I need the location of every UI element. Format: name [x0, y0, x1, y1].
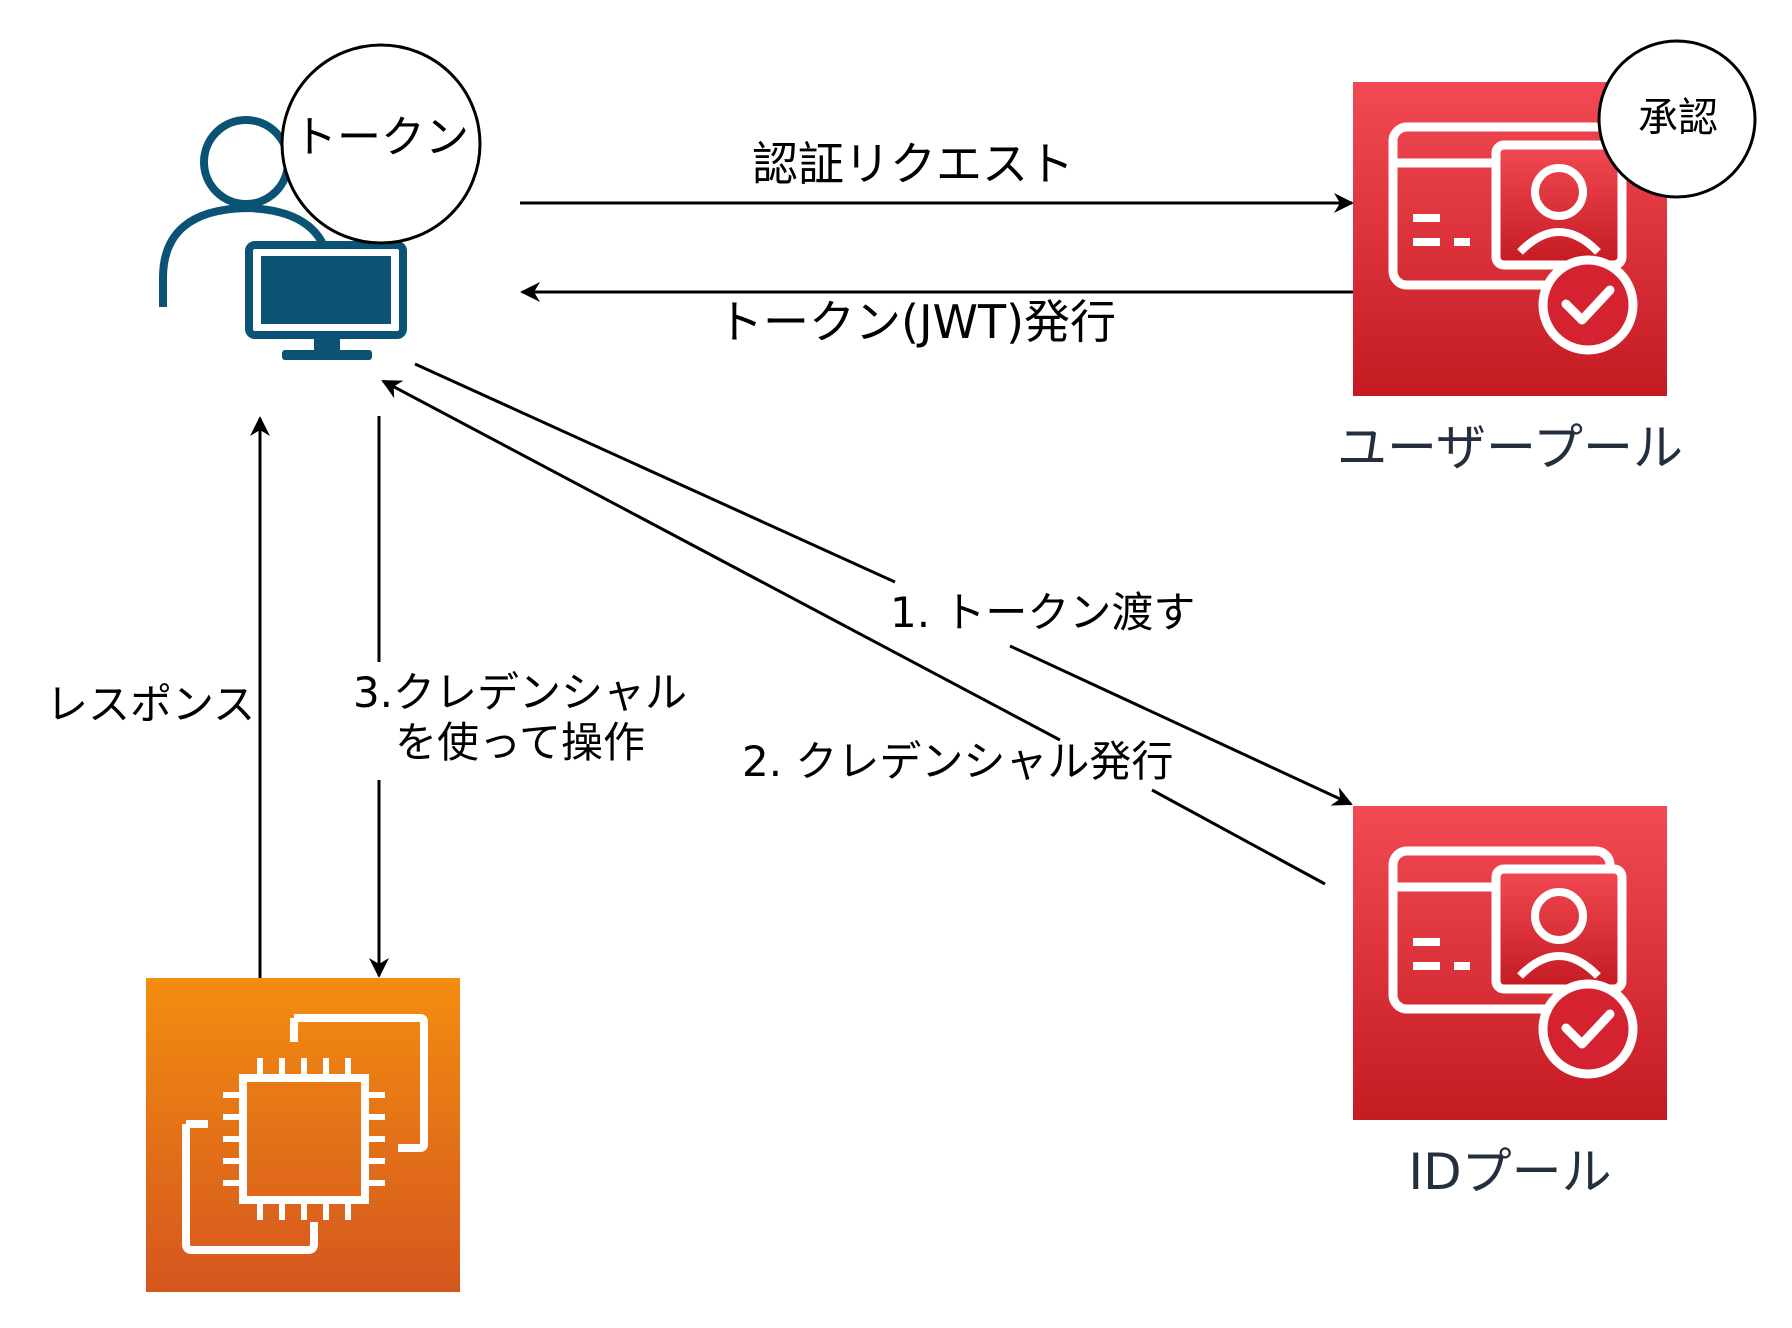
arrow-pass-token	[414, 362, 1351, 804]
user-pool-service-icon	[1353, 82, 1667, 396]
use-credential-label: 3.クレデンシャル を使って操作	[330, 668, 710, 769]
token-badge-label: トークン	[293, 112, 469, 163]
ec2-service-icon	[146, 978, 460, 1292]
id-pool-service-icon	[1353, 806, 1667, 1120]
approve-badge-label: 承認	[1638, 95, 1718, 141]
token-issue-label: トークン(JWT)発行	[717, 295, 1117, 349]
credential-issue-label: 2. クレデンシャル発行	[742, 737, 1174, 786]
arrow-credential-issue	[383, 381, 1326, 886]
use-credential-line2: を使って操作	[395, 718, 645, 768]
response-label: レスポンス	[46, 680, 256, 729]
pass-token-label: 1. トークン渡す	[890, 588, 1196, 637]
use-credential-line1: 3.クレデンシャル	[352, 668, 688, 717]
token-badge-circle	[280, 43, 482, 245]
user-computer-icon	[159, 116, 407, 360]
id-pool-label: IDプール	[1408, 1143, 1612, 1201]
auth-request-label: 認証リクエスト	[752, 137, 1074, 191]
approve-badge-circle	[1597, 39, 1757, 199]
user-pool-label: ユーザープール	[1337, 419, 1683, 477]
